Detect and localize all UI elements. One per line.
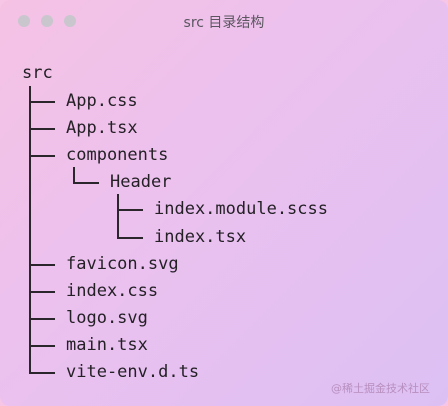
watermark: @稀土掘金技术社区 (331, 382, 430, 395)
tree-item-main-tsx[interactable]: main.tsx (66, 335, 148, 355)
tree-connector (29, 155, 55, 157)
tree-item-index-css[interactable]: index.css (66, 281, 159, 301)
tree-connector (29, 101, 55, 103)
tree-item-vite-env-d-ts[interactable]: vite-env.d.ts (66, 362, 200, 382)
tree-connector (117, 209, 143, 211)
tree-item-app-css[interactable]: App.css (66, 91, 138, 111)
maximize-window-button[interactable] (64, 15, 76, 27)
close-window-button[interactable] (18, 15, 30, 27)
tree-root-src: src (22, 63, 53, 83)
tree-item-favicon-svg[interactable]: favicon.svg (66, 254, 179, 274)
tree-item-index-module-scss[interactable]: index.module.scss (154, 199, 328, 219)
tree-connector (29, 264, 55, 266)
minimize-window-button[interactable] (41, 15, 53, 27)
tree-connector (29, 372, 55, 374)
window-title: src 目录结构 (183, 15, 265, 31)
tree-item-header-index-tsx[interactable]: index.tsx (154, 227, 247, 247)
tree-connector (29, 345, 55, 347)
tree-item-components-folder[interactable]: components (66, 145, 169, 165)
tree-connector (117, 237, 143, 239)
tree-connector (29, 318, 55, 320)
tree-item-logo-svg[interactable]: logo.svg (66, 308, 148, 328)
tree-item-header-folder[interactable]: Header (110, 172, 172, 192)
tree-connector (73, 182, 99, 184)
tree-connector (73, 167, 75, 183)
tree-item-app-tsx[interactable]: App.tsx (66, 118, 138, 138)
tree-connector (29, 291, 55, 293)
title-bar: src 目录结构 (0, 0, 448, 44)
tree-connector (29, 86, 31, 373)
tree-connector (117, 194, 119, 238)
tree-connector (29, 128, 55, 130)
